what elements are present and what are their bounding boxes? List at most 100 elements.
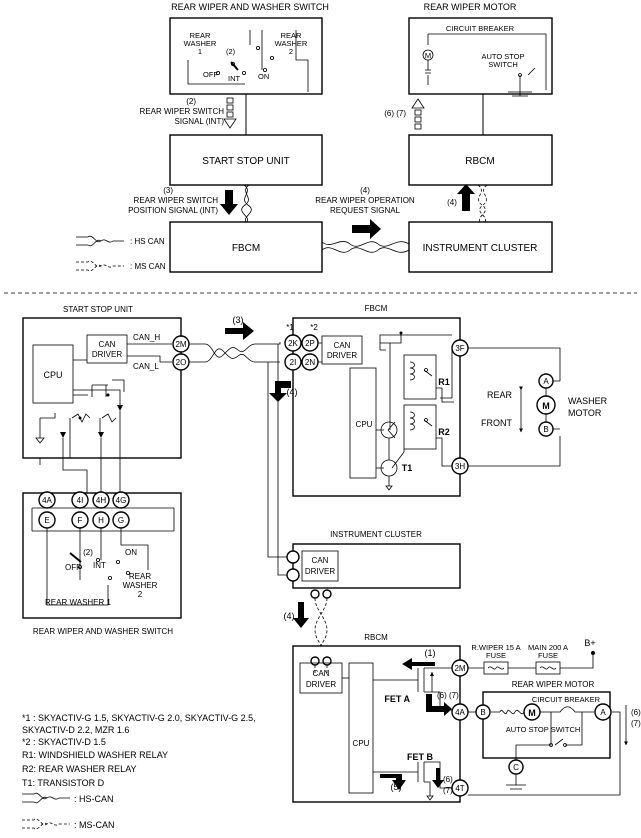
ssu-switch-wires — [39, 411, 121, 493]
ic-can-driver-l1: CAN — [312, 556, 329, 565]
rwm-num-7: (7) — [631, 719, 641, 728]
ic-can-driver-l2: DRIVER — [305, 567, 335, 576]
sw-rw2-l1: REAR — [129, 572, 151, 581]
ic-box — [292, 543, 461, 589]
sw-pin-e-label: E — [44, 516, 49, 525]
fbcm-circuit — [376, 331, 454, 491]
svg-text:2: 2 — [289, 47, 293, 56]
rbcm-pin-2m-label: 2M — [454, 664, 465, 673]
rbcm-ms-pin-1 — [310, 656, 320, 666]
note-6: T1: TRANSISTOR D — [22, 778, 105, 788]
rbcm-num-6b: (6) — [443, 775, 453, 784]
hs-can-twist-top — [241, 184, 252, 223]
rbcm-pin-4a-label: 4A — [455, 708, 465, 717]
sw-pin-4i — [71, 491, 89, 509]
ssu-can-driver-l1: CAN — [99, 340, 116, 349]
note-1: *1 : SKYACTIV-G 1.5, SKYACTIV-G 2.0, SKY… — [22, 713, 256, 723]
rbcm-num-6a: (6) — [437, 691, 447, 700]
rwm-as-label: AUTO STOP SWITCH — [506, 725, 581, 734]
bottom-arrow-4 — [269, 381, 291, 402]
signal-67: (6) (7) — [384, 109, 406, 118]
rear-wiper-switch-title: REAR WIPER AND WASHER SWITCH — [171, 2, 329, 12]
rear-wiper-motor-title: REAR WIPER MOTOR — [424, 2, 517, 12]
svg-text:: HS CAN: : HS CAN — [130, 237, 165, 246]
washer-motor-title-l1: WASHER — [568, 396, 608, 406]
svg-text:(2): (2) — [226, 47, 236, 56]
ic-title: INSTRUMENT CLUSTER — [330, 530, 422, 539]
sw-pin-4a-label: 4A — [42, 496, 52, 505]
ic-ms-pin-2 — [322, 589, 332, 599]
signal-4-num: (4) — [360, 186, 370, 195]
ssu-title: START STOP UNIT — [63, 305, 133, 314]
rear-wiper-switch-box — [169, 17, 323, 95]
sw-pin-4h-label: 4H — [96, 496, 106, 505]
rbcm-num-1: (1) — [425, 648, 436, 658]
sw-pin-4i-label: 4I — [77, 496, 84, 505]
bottom-num-4: (4) — [287, 387, 298, 397]
washer-rear-label: REAR — [487, 390, 513, 400]
svg-text:: MS CAN: : MS CAN — [130, 262, 166, 271]
svg-text:: MS-CAN: : MS-CAN — [74, 820, 115, 830]
signal-arrow-up-67 — [411, 98, 425, 130]
pin-3f-label: 3F — [455, 344, 464, 353]
fuse-wires — [468, 655, 594, 669]
signal-arrow-4 — [352, 219, 381, 239]
signal-4-line1: REAR WIPER OPERATION — [315, 196, 415, 205]
fet-a-label: FET A — [384, 694, 410, 704]
fuse1-l1: R.WIPER 15 A — [471, 643, 520, 652]
pin-2m-ssu-label: 2M — [175, 340, 186, 349]
svg-text:INT: INT — [228, 74, 241, 83]
svg-text:1: 1 — [198, 47, 202, 56]
rwiper-fuse — [483, 661, 509, 675]
top-switch-internals: REAR WASHER 1 REAR WASHER 2 (2) OFF INT … — [184, 30, 309, 92]
rbcm-num-7a: (7) — [449, 691, 459, 700]
instrument-cluster-label: INSTRUMENT CLUSTER — [423, 243, 538, 254]
rbcm-arrow-67b — [432, 768, 444, 788]
ic-pin-2 — [286, 568, 300, 582]
sw-pin-4g — [112, 491, 130, 509]
signal-arrow-4b — [457, 184, 475, 211]
rwm-pin-b — [475, 704, 491, 720]
hs-can-twist-bottom — [189, 342, 281, 363]
ic-ms-pin-1 — [310, 589, 320, 599]
svg-text:: HS-CAN: : HS-CAN — [74, 794, 114, 804]
sw-rw2-l3: 2 — [138, 590, 143, 599]
note-5: R2: REAR WASHER RELAY — [22, 764, 137, 774]
svg-text:WASHER: WASHER — [184, 39, 217, 48]
svg-text:M: M — [425, 51, 431, 60]
pin-2i-label: 2I — [290, 358, 297, 367]
signal-2-line2: SIGNAL (INT) — [175, 117, 225, 126]
svg-text:REAR: REAR — [281, 31, 302, 40]
fbcm-title: FBCM — [365, 304, 388, 313]
rbcm-arrow-5 — [380, 774, 406, 790]
top-motor-internals: CIRCUIT BREAKER AUTO STOP SWITCH M — [422, 24, 547, 97]
fbcm-cpu — [349, 367, 377, 479]
rwm-pin-a-label: A — [600, 708, 606, 717]
sw-off: OFF — [65, 563, 81, 572]
signal-2-num: (2) — [186, 97, 196, 106]
signal-4-line2: REQUEST SIGNAL — [330, 206, 401, 215]
bottom-switch-internals — [46, 528, 149, 606]
washer-pin-a-label: A — [543, 377, 549, 386]
fbcm-can-driver-l2: DRIVER — [327, 351, 357, 360]
sw-rw1: REAR WASHER 1 — [45, 598, 111, 607]
ssu-can-driver — [86, 334, 128, 364]
ssu-can-h: CAN_H — [133, 333, 160, 342]
fbcm-can-driver — [321, 335, 363, 365]
ic-pin-1 — [286, 550, 300, 564]
rbcm-cpu — [348, 662, 374, 794]
rbcm-arrow-1 — [402, 658, 435, 670]
pin-2i — [284, 353, 302, 371]
signal-arrow-3 — [220, 190, 238, 215]
bplus-terminal — [591, 651, 595, 655]
rwm-cb-label: CIRCUIT BREAKER — [532, 695, 601, 704]
ssu-cpu-label: CPU — [43, 370, 62, 380]
bplus-label: B+ — [584, 638, 595, 648]
t1-label: T1 — [402, 463, 413, 473]
ic-can-wires — [267, 344, 293, 576]
fuse2-l2: FUSE — [538, 651, 558, 660]
sw-pin-4h — [92, 491, 110, 509]
note-3: *2 : SKYACTIV-D 1.5 — [22, 737, 106, 747]
washer-front-label: FRONT — [481, 418, 512, 428]
pin-3h-label: 3H — [455, 462, 465, 471]
